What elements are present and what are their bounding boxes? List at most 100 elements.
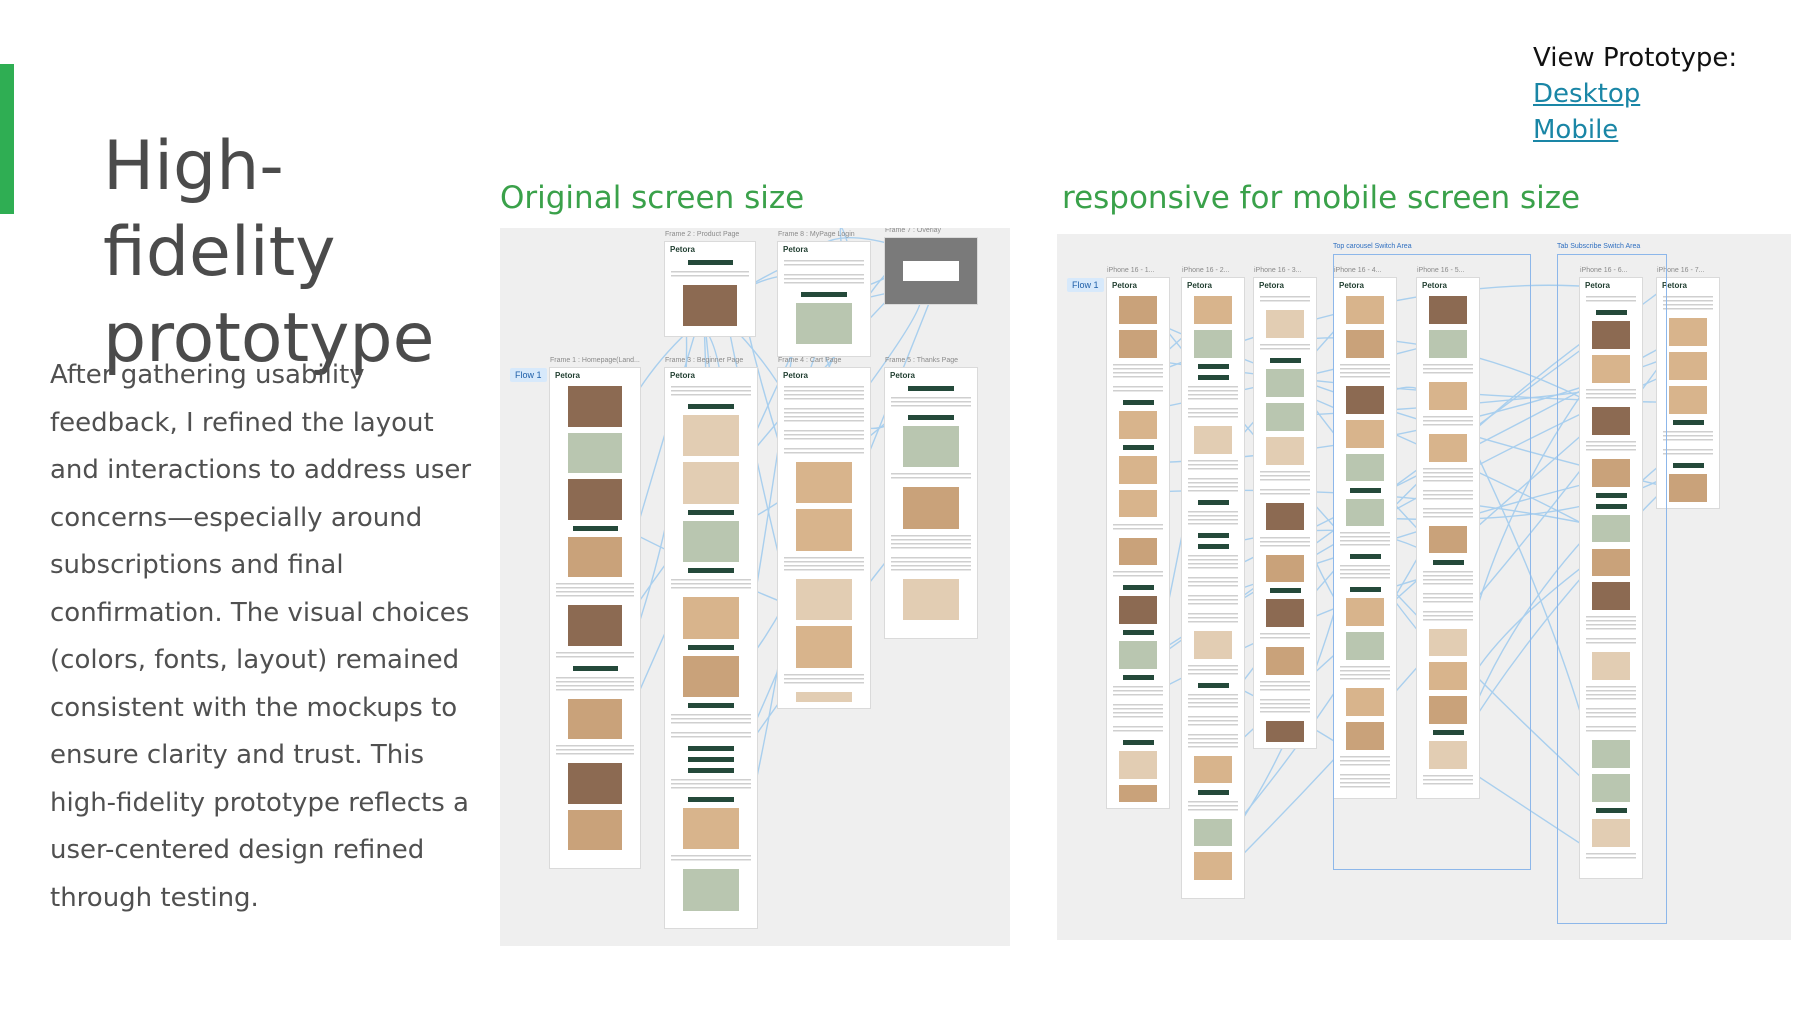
photo-placeholder xyxy=(1266,368,1304,397)
mobile-frame-7[interactable]: Petora xyxy=(1657,278,1719,508)
desktop-flow-start-tag[interactable]: Flow 1 xyxy=(510,368,547,382)
cta-button xyxy=(801,292,847,297)
photo-placeholder xyxy=(1266,721,1304,742)
mobile-frame-1[interactable]: Petora xyxy=(1107,278,1169,808)
photo-placeholder xyxy=(1346,498,1384,527)
text-lines xyxy=(1188,594,1238,607)
mobile-prototype-link[interactable]: Mobile xyxy=(1533,115,1619,145)
mobile-frame-6[interactable]: Petora xyxy=(1580,278,1642,878)
photo-placeholder xyxy=(1429,433,1467,462)
text-lines xyxy=(1260,681,1310,694)
text-lines xyxy=(784,408,864,424)
photo-placeholder xyxy=(1429,525,1467,554)
photo-placeholder xyxy=(1592,740,1630,769)
cta-button xyxy=(1197,543,1229,549)
photo-placeholder xyxy=(1592,458,1630,487)
mobile-frame-5-brand-logo: Petora xyxy=(1422,281,1447,290)
photo-placeholder xyxy=(1119,596,1157,625)
photo-placeholder xyxy=(1266,436,1304,465)
photo-placeholder xyxy=(1592,819,1630,847)
cta-button xyxy=(688,404,734,409)
text-lines xyxy=(1113,385,1163,394)
text-lines xyxy=(784,274,864,286)
text-lines xyxy=(1188,407,1238,420)
photo-placeholder xyxy=(1429,329,1467,358)
text-lines xyxy=(1663,430,1713,443)
text-lines xyxy=(1423,775,1473,788)
photo-placeholder xyxy=(1346,632,1384,661)
text-lines xyxy=(1340,532,1390,549)
mobile-frame-3[interactable]: Petora xyxy=(1254,278,1316,748)
desktop-frame-cart-brand-logo: Petora xyxy=(783,371,808,380)
responsive-mobile-label: responsive for mobile screen size xyxy=(1062,180,1581,216)
photo-placeholder xyxy=(1119,329,1157,358)
desktop-frame-thanks[interactable]: Petora xyxy=(885,368,977,638)
photo-placeholder xyxy=(1119,785,1157,802)
photo-placeholder xyxy=(1119,537,1157,566)
photo-placeholder xyxy=(1346,385,1384,414)
desktop-frame-overlay[interactable] xyxy=(885,238,977,304)
text-lines xyxy=(1340,363,1390,380)
text-lines xyxy=(1423,507,1473,520)
photo-placeholder xyxy=(1266,647,1304,676)
photo-placeholder xyxy=(1669,473,1707,502)
text-lines xyxy=(556,745,634,757)
desktop-frame-beginner[interactable]: Petora xyxy=(665,368,757,928)
text-lines xyxy=(1188,477,1238,494)
photo-placeholder xyxy=(683,462,739,504)
mobile-frame-2[interactable]: Petora xyxy=(1182,278,1244,898)
text-lines xyxy=(784,673,864,686)
cta-button xyxy=(1197,532,1229,538)
photo-placeholder xyxy=(568,536,622,577)
text-lines xyxy=(556,583,634,599)
text-lines xyxy=(671,855,751,864)
desktop-frame-homepage[interactable]: Petora xyxy=(550,368,640,868)
text-lines xyxy=(1586,388,1636,401)
mobile-flow-start-tag[interactable]: Flow 1 xyxy=(1067,278,1104,292)
photo-placeholder xyxy=(1346,453,1384,482)
desktop-frame-thanks-caption: Frame 5 : Thanks Page xyxy=(885,357,959,364)
photo-placeholder xyxy=(1119,455,1157,484)
text-lines xyxy=(891,397,971,409)
text-lines xyxy=(784,386,864,402)
cta-button xyxy=(1269,588,1301,594)
text-lines xyxy=(1188,733,1238,750)
photo-placeholder xyxy=(1194,630,1232,659)
cta-button xyxy=(1122,630,1154,636)
cta-button xyxy=(1197,374,1229,380)
text-lines xyxy=(1423,592,1473,605)
desktop-frame-homepage-caption: Frame 1 : Homepage(Land... xyxy=(550,357,640,364)
cta-button xyxy=(1122,675,1154,681)
photo-placeholder xyxy=(568,432,622,473)
text-lines xyxy=(1113,726,1163,735)
overlay-dialog xyxy=(903,261,959,281)
photo-placeholder xyxy=(1592,321,1630,349)
cta-button xyxy=(1432,559,1464,565)
cta-button xyxy=(908,386,954,391)
desktop-frame-mypage-login[interactable]: Petora xyxy=(778,242,870,356)
tab-subscribe-switch-area xyxy=(1557,254,1667,924)
photo-placeholder xyxy=(1592,548,1630,577)
text-lines xyxy=(1260,699,1310,716)
mobile-frame-4-brand-logo: Petora xyxy=(1339,281,1364,290)
mobile-frame-1-caption: iPhone 16 - 1... xyxy=(1107,267,1155,274)
photo-placeholder xyxy=(796,691,852,702)
text-lines xyxy=(1113,523,1163,532)
text-lines xyxy=(784,260,864,268)
text-lines xyxy=(1188,715,1238,728)
desktop-frame-product[interactable]: Petora xyxy=(665,242,755,336)
desktop-frame-cart[interactable]: Petora xyxy=(778,368,870,708)
photo-placeholder xyxy=(568,763,622,804)
cta-button xyxy=(1349,587,1381,593)
photo-placeholder xyxy=(1346,688,1384,717)
text-lines xyxy=(1586,686,1636,703)
text-lines xyxy=(1188,664,1238,677)
top-carousel-switch-area-caption: Top carousel Switch Area xyxy=(1333,243,1412,250)
text-lines xyxy=(1260,296,1310,304)
cta-button xyxy=(1122,585,1154,591)
mobile-frame-4[interactable]: Petora xyxy=(1334,278,1396,798)
text-lines xyxy=(891,534,971,551)
photo-placeholder xyxy=(1429,628,1467,657)
desktop-prototype-link[interactable]: Desktop xyxy=(1533,79,1641,109)
mobile-frame-5[interactable]: Petora xyxy=(1417,278,1479,798)
